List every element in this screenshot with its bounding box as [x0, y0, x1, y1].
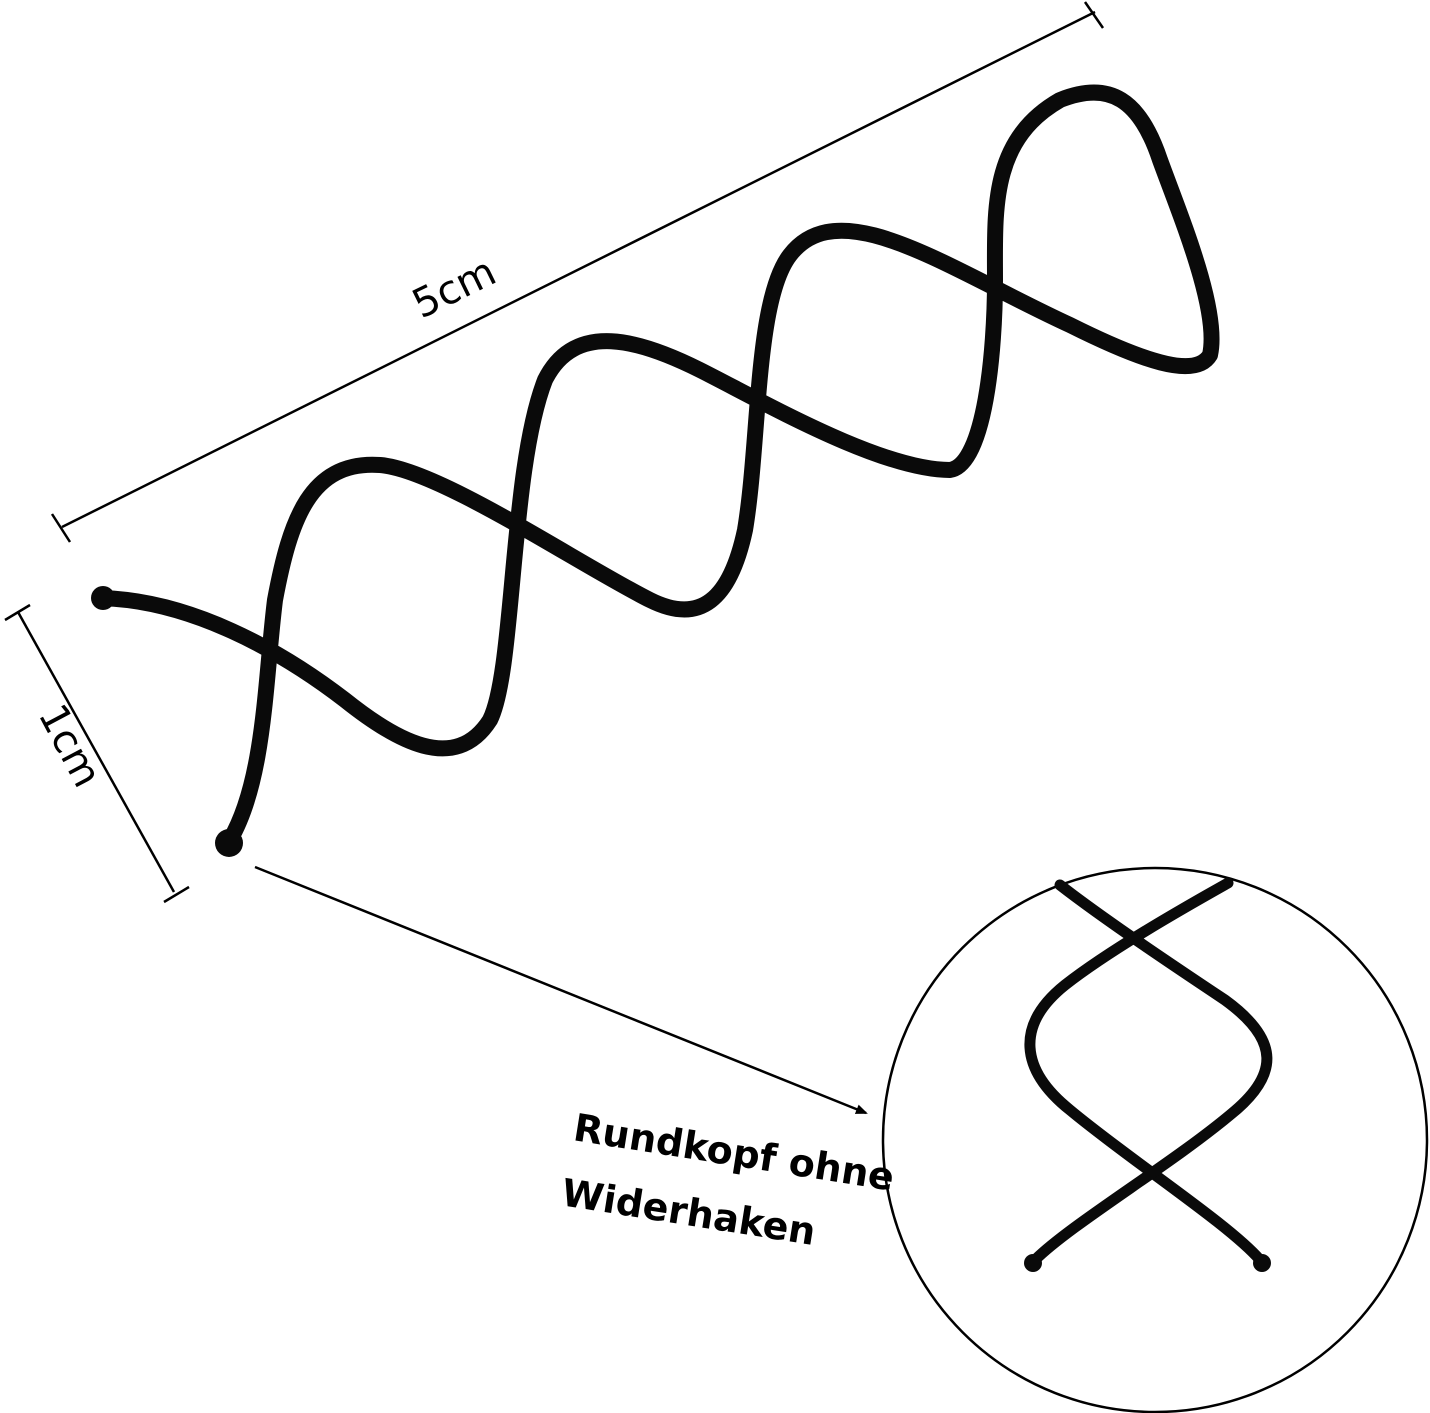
caption-line-2: Widerhaken	[559, 1170, 819, 1254]
detail-ball-left	[1024, 1254, 1042, 1272]
pin-end-ball-bottom	[215, 829, 243, 857]
length-label: 5cm	[405, 249, 503, 328]
pointer-arrow	[254, 865, 868, 1115]
width-label: 1cm	[29, 697, 110, 795]
length-dimension-line	[61, 10, 1096, 529]
width-tick-bottom	[163, 885, 190, 904]
pin-end-ball-top	[91, 586, 115, 610]
length-tick-right	[1083, 1, 1105, 29]
length-tick-left	[50, 513, 72, 543]
width-dimension-line	[16, 611, 176, 893]
detail-caption: Rundkopf ohne Widerhaken	[559, 1105, 898, 1254]
width-tick-top	[4, 603, 31, 622]
detail-wire	[1024, 877, 1273, 1266]
width-dimension: 1cm	[4, 603, 190, 904]
detail-ball-right	[1253, 1254, 1271, 1272]
detail-view	[881, 866, 1429, 1413]
detail-circle	[881, 866, 1429, 1413]
pin-wire	[92, 84, 1220, 848]
spiral-pin	[91, 84, 1220, 857]
